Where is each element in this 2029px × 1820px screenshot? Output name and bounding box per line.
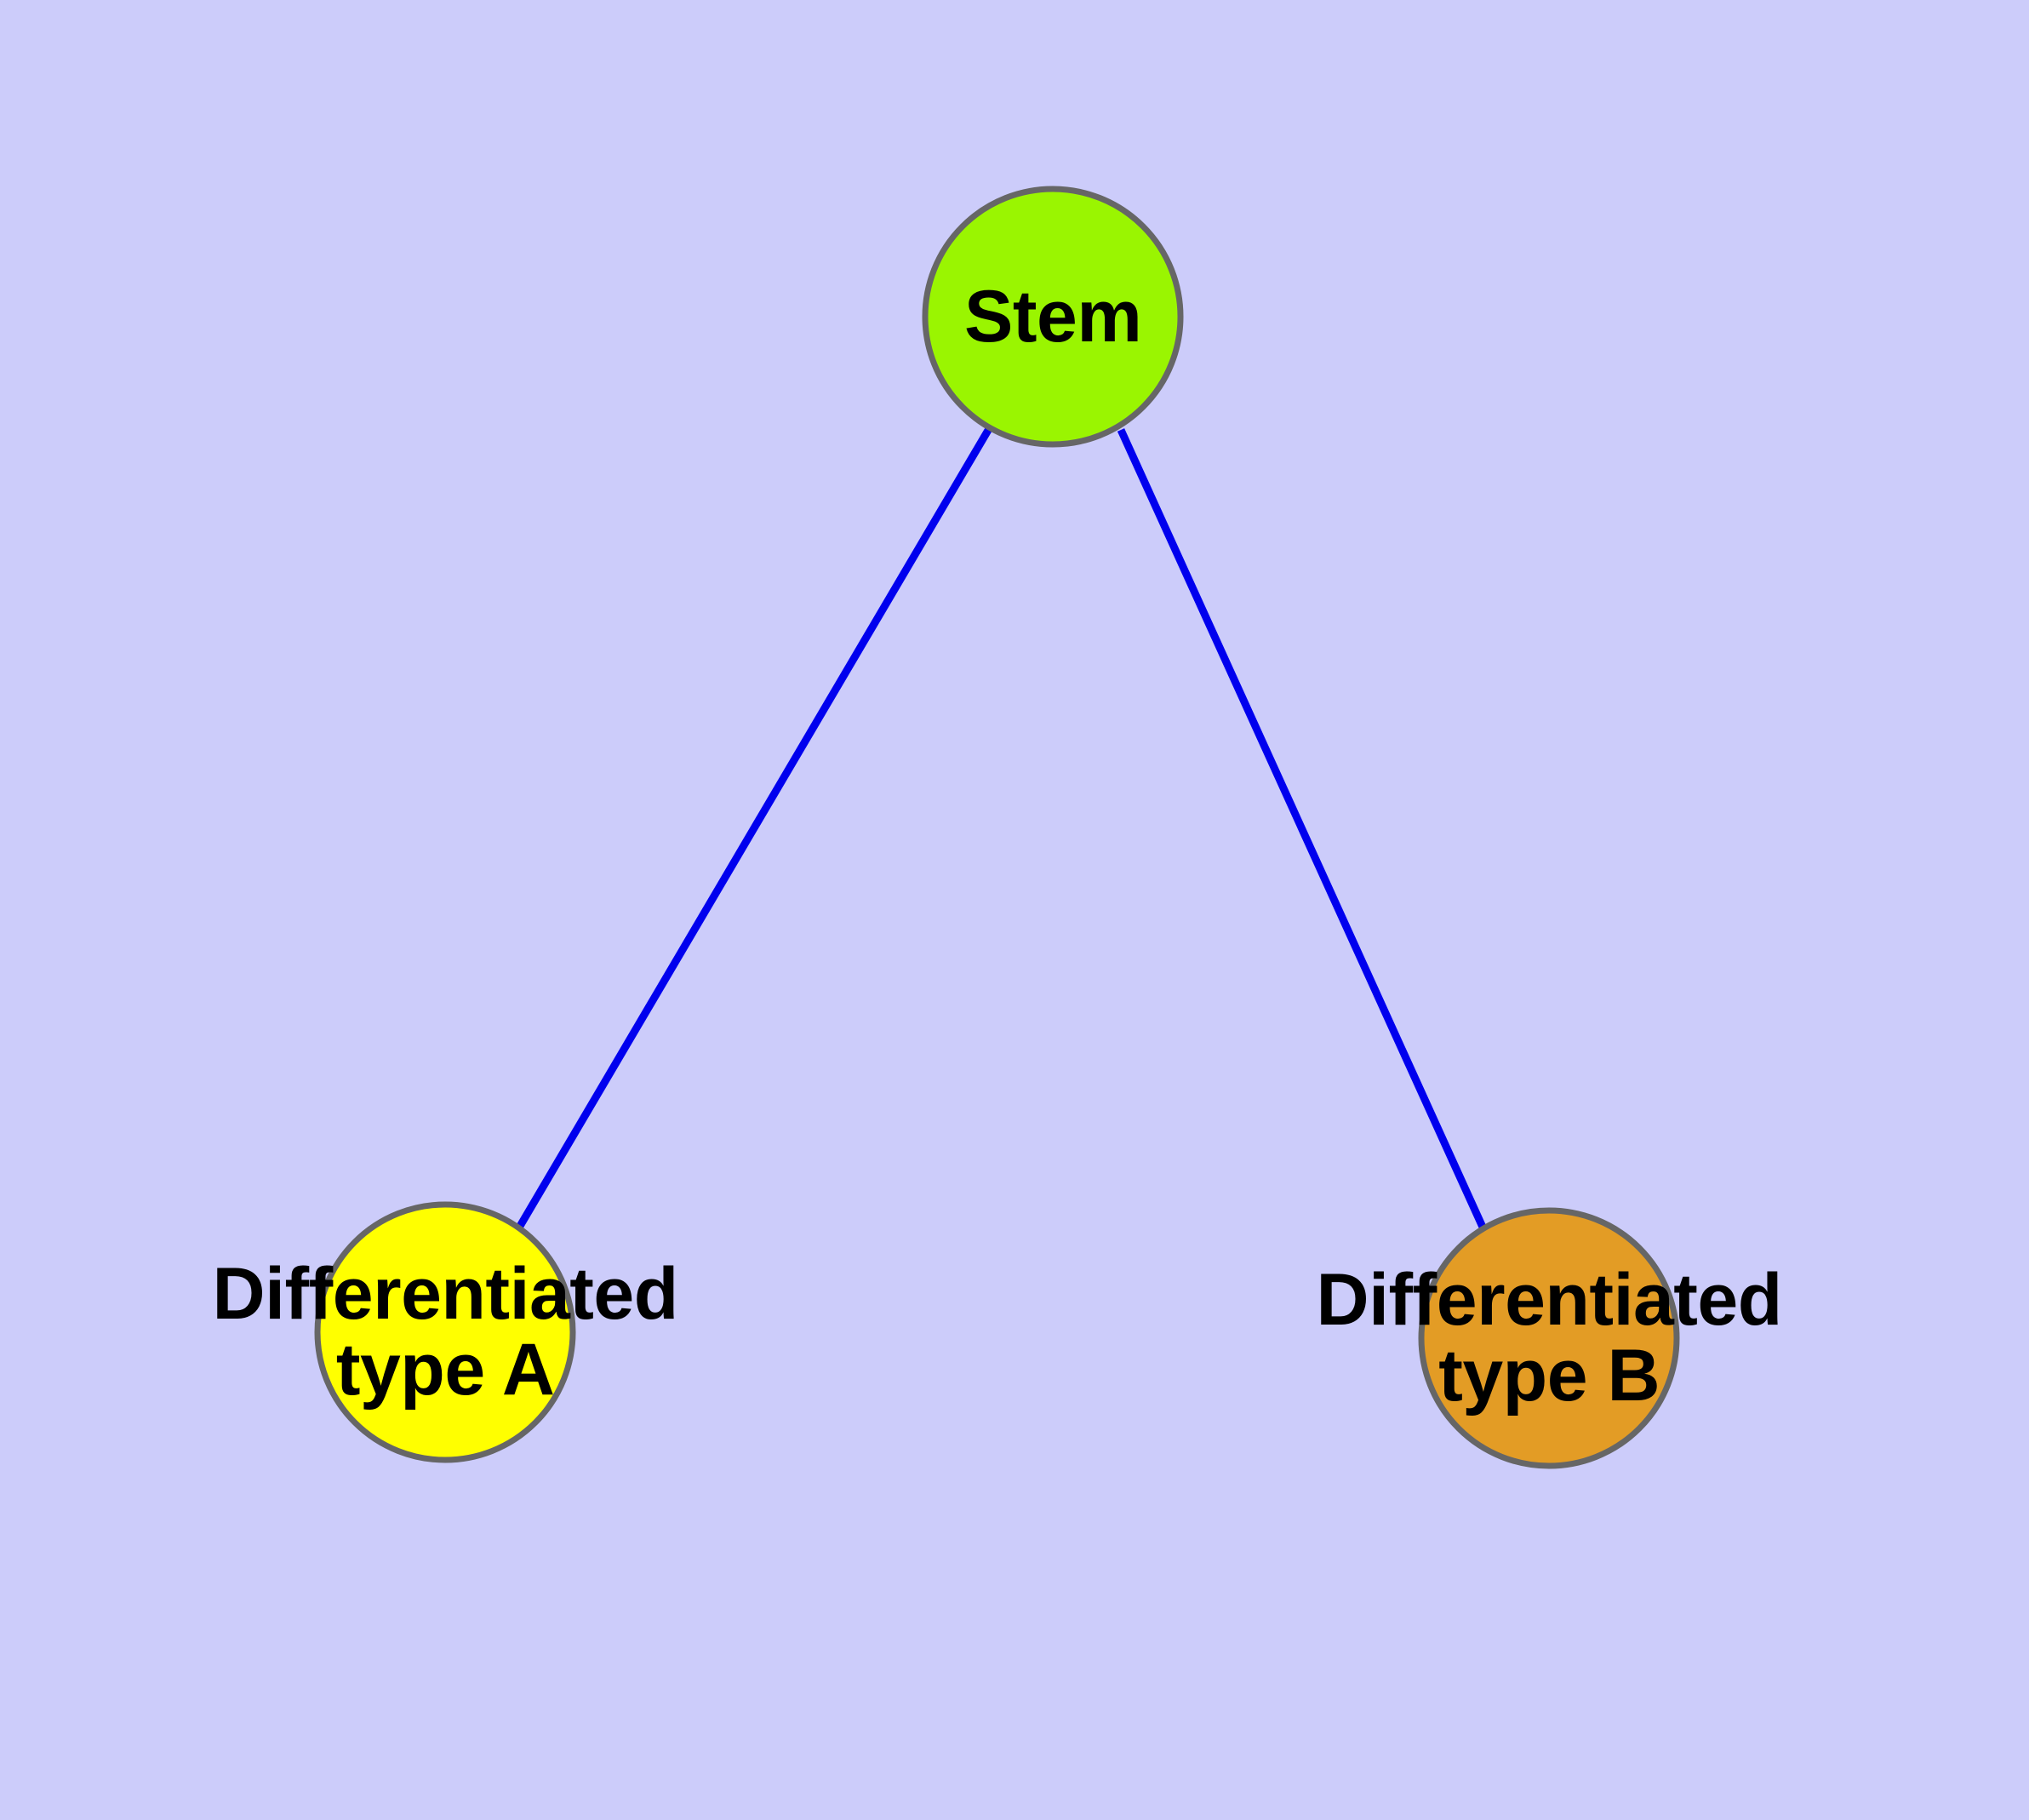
edge-layer — [516, 425, 1489, 1234]
graph-node-diff_a[interactable] — [314, 1201, 576, 1463]
node-layer — [314, 186, 1680, 1469]
graph-node-stem[interactable] — [922, 186, 1184, 448]
graph-edge[interactable] — [516, 425, 993, 1230]
graph-edge[interactable] — [1117, 428, 1489, 1234]
graph-node-diff_b[interactable] — [1418, 1207, 1680, 1469]
